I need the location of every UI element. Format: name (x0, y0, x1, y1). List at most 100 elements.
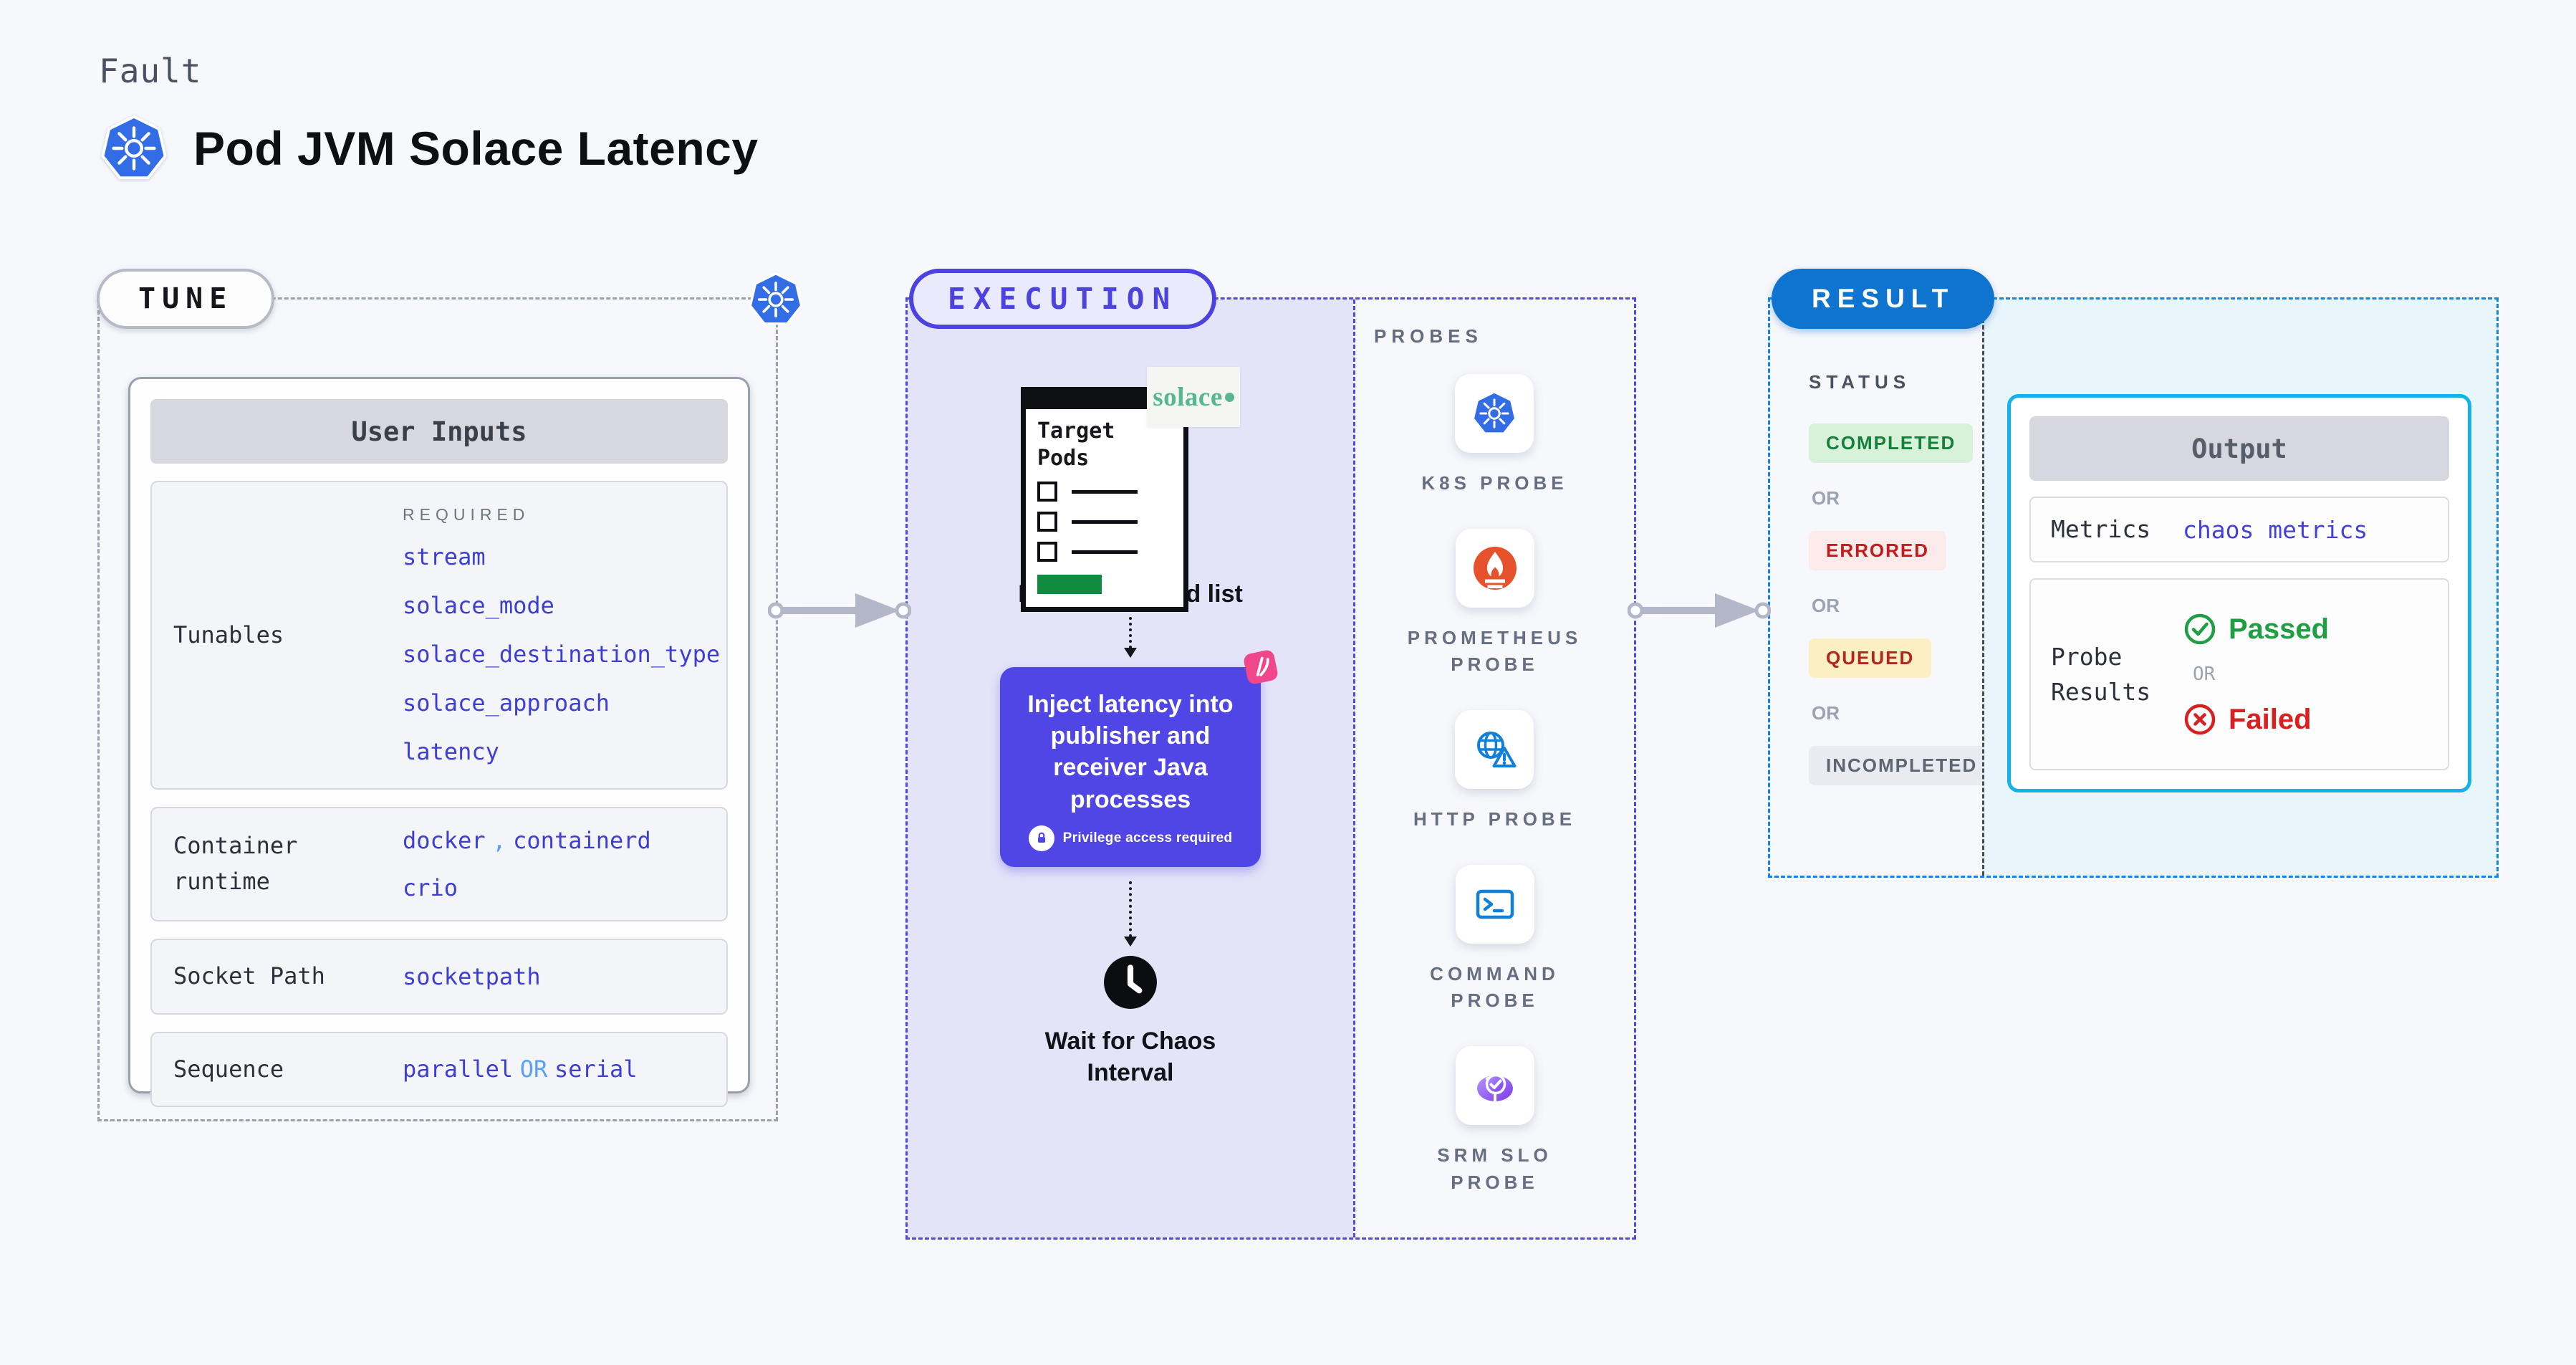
container-runtime-values: docker , containerd crio (403, 827, 705, 901)
user-inputs-card: User Inputs Tunables REQUIRED stream sol… (128, 377, 750, 1108)
kubernetes-icon (99, 113, 169, 183)
status-badge: QUEUED (1809, 638, 1932, 678)
terminal-icon (1455, 864, 1534, 944)
kubernetes-icon (749, 272, 803, 325)
page-title: Pod JVM Solace Latency (193, 122, 759, 175)
kubernetes-icon (1455, 374, 1534, 453)
chaos-icon (1244, 650, 1278, 684)
flow-arrow (1628, 593, 1771, 628)
socket-path-label: Socket Path (173, 962, 325, 990)
tunable-value: solace_mode (403, 592, 554, 619)
pie-check-icon (1455, 1046, 1534, 1126)
x-circle-icon (2184, 704, 2216, 735)
inject-latency-step: Inject latency into publisher and receiv… (1000, 650, 1278, 867)
probe-label: HTTP PROBE (1413, 808, 1577, 830)
tunable-value: solace_approach (403, 689, 610, 717)
container-runtime-label: Container runtime (173, 832, 298, 895)
probe-label: SRM SLO PROBE (1437, 1144, 1552, 1193)
failed-label: Failed (2229, 703, 2312, 735)
probe-results-label: Probe Results (2051, 642, 2151, 707)
tunables-label: Tunables (173, 621, 284, 648)
inject-latency-label: Inject latency into publisher and receiv… (1027, 691, 1234, 813)
clock-icon (1102, 954, 1158, 1014)
metrics-label: Metrics (2051, 515, 2151, 544)
prometheus-icon (1455, 528, 1534, 608)
fault-kicker: Fault (99, 52, 202, 90)
lock-icon (1028, 825, 1054, 851)
passed-label: Passed (2229, 613, 2330, 645)
status-or: OR (1812, 702, 1840, 724)
probe-results-or: OR (2193, 664, 2216, 685)
tunables-values: REQUIRED stream solace_mode solace_desti… (403, 501, 720, 770)
sequence-row: Sequence parallel OR serial (150, 1031, 728, 1108)
result-badge-label: RESULT (1812, 284, 1955, 313)
status-badge: ERRORED (1809, 531, 1947, 570)
pod-checkbox-row (1037, 512, 1172, 532)
result-badge: RESULT (1772, 269, 1995, 329)
wait-chaos-interval-label: Wait for Chaos Interval (1044, 1027, 1216, 1086)
output-card: Output Metrics chaos metrics Probe Resul… (2007, 394, 2471, 792)
probe-label: COMMAND PROBE (1430, 962, 1559, 1012)
flow-arrow (768, 593, 911, 628)
target-pods-illustration: Target Pods solace (1021, 367, 1240, 612)
probe-item: SRM SLO PROBE (1398, 1046, 1592, 1196)
status-badge: INCOMPLETED (1809, 746, 1995, 785)
status-column: STATUS COMPLETED OR ERRORED OR QUEUED OR… (1770, 300, 1995, 876)
tune-badge-label: TUNE (138, 282, 234, 315)
user-inputs-title: User Inputs (150, 399, 728, 464)
probe-item: COMMAND PROBE (1398, 864, 1592, 1015)
runtime-value: crio (403, 874, 458, 901)
container-runtime-row: Container runtime docker , containerd cr… (150, 807, 728, 921)
output-area: Output Metrics chaos metrics Probe Resul… (1982, 300, 2496, 876)
runtime-separator: , (492, 827, 506, 854)
solace-logo-dot (1224, 392, 1234, 402)
runtime-value: containerd (513, 827, 651, 854)
execution-section: EXECUTION Target Pods solace (905, 269, 1636, 1240)
tune-section: TUNE User Inputs Tunables REQUIRED strea… (97, 269, 803, 1121)
probe-item: PROMETHEUS PROBE (1398, 528, 1592, 679)
sequence-value: serial (554, 1055, 638, 1083)
required-label: REQUIRED (403, 505, 530, 524)
status-or: OR (1812, 595, 1840, 616)
execution-flow-panel: Target Pods solace Derive final pod list (908, 300, 1353, 1237)
checkbox-icon (1037, 482, 1057, 502)
down-arrow (1124, 881, 1137, 947)
execution-badge: EXECUTION (909, 269, 1217, 329)
probe-results-row: Probe Results Passed OR Failed (2029, 578, 2449, 770)
sequence-value: parallel (403, 1055, 514, 1083)
sequence-or: OR (519, 1055, 548, 1083)
solace-logo: solace (1147, 367, 1240, 427)
tunable-value: latency (403, 738, 499, 765)
globe-warning-icon (1455, 710, 1534, 790)
target-pods-title: Target Pods (1037, 418, 1115, 471)
execution-badge-label: EXECUTION (948, 282, 1178, 316)
probe-item: HTTP PROBE (1413, 710, 1576, 833)
pod-checkbox-row (1037, 482, 1172, 502)
tunables-row: Tunables REQUIRED stream solace_mode sol… (150, 481, 728, 790)
socket-path-row: Socket Path socketpath (150, 939, 728, 1015)
result-section: RESULT STATUS COMPLETED OR ERRORED OR QU… (1768, 269, 2499, 878)
check-circle-icon (2184, 613, 2216, 645)
green-button-shape (1037, 575, 1102, 594)
status-badge: COMPLETED (1809, 423, 1974, 463)
output-title: Output (2029, 416, 2449, 481)
solace-logo-text: solace (1153, 382, 1223, 412)
pod-checkbox-row (1037, 542, 1172, 562)
failed-line: Failed (2183, 702, 2329, 737)
status-or: OR (1812, 487, 1840, 509)
tune-badge: TUNE (97, 269, 275, 329)
status-title: STATUS (1809, 371, 1911, 393)
privilege-label: Privilege access required (1062, 830, 1233, 846)
socket-path-value: socketpath (403, 962, 541, 990)
sequence-label: Sequence (173, 1055, 284, 1083)
probe-label: PROMETHEUS PROBE (1407, 626, 1582, 676)
tunable-value: stream (403, 543, 486, 570)
checkbox-icon (1037, 542, 1057, 562)
runtime-value: docker (403, 827, 486, 854)
probe-label: K8S PROBE (1421, 472, 1568, 494)
page-header: Pod JVM Solace Latency (99, 113, 759, 183)
checkbox-icon (1037, 512, 1057, 532)
probes-panel: PROBES K8S PROBE PROME (1353, 300, 1634, 1237)
privilege-note: Privilege access required (1017, 825, 1244, 851)
probes-title: PROBES (1374, 325, 1483, 347)
